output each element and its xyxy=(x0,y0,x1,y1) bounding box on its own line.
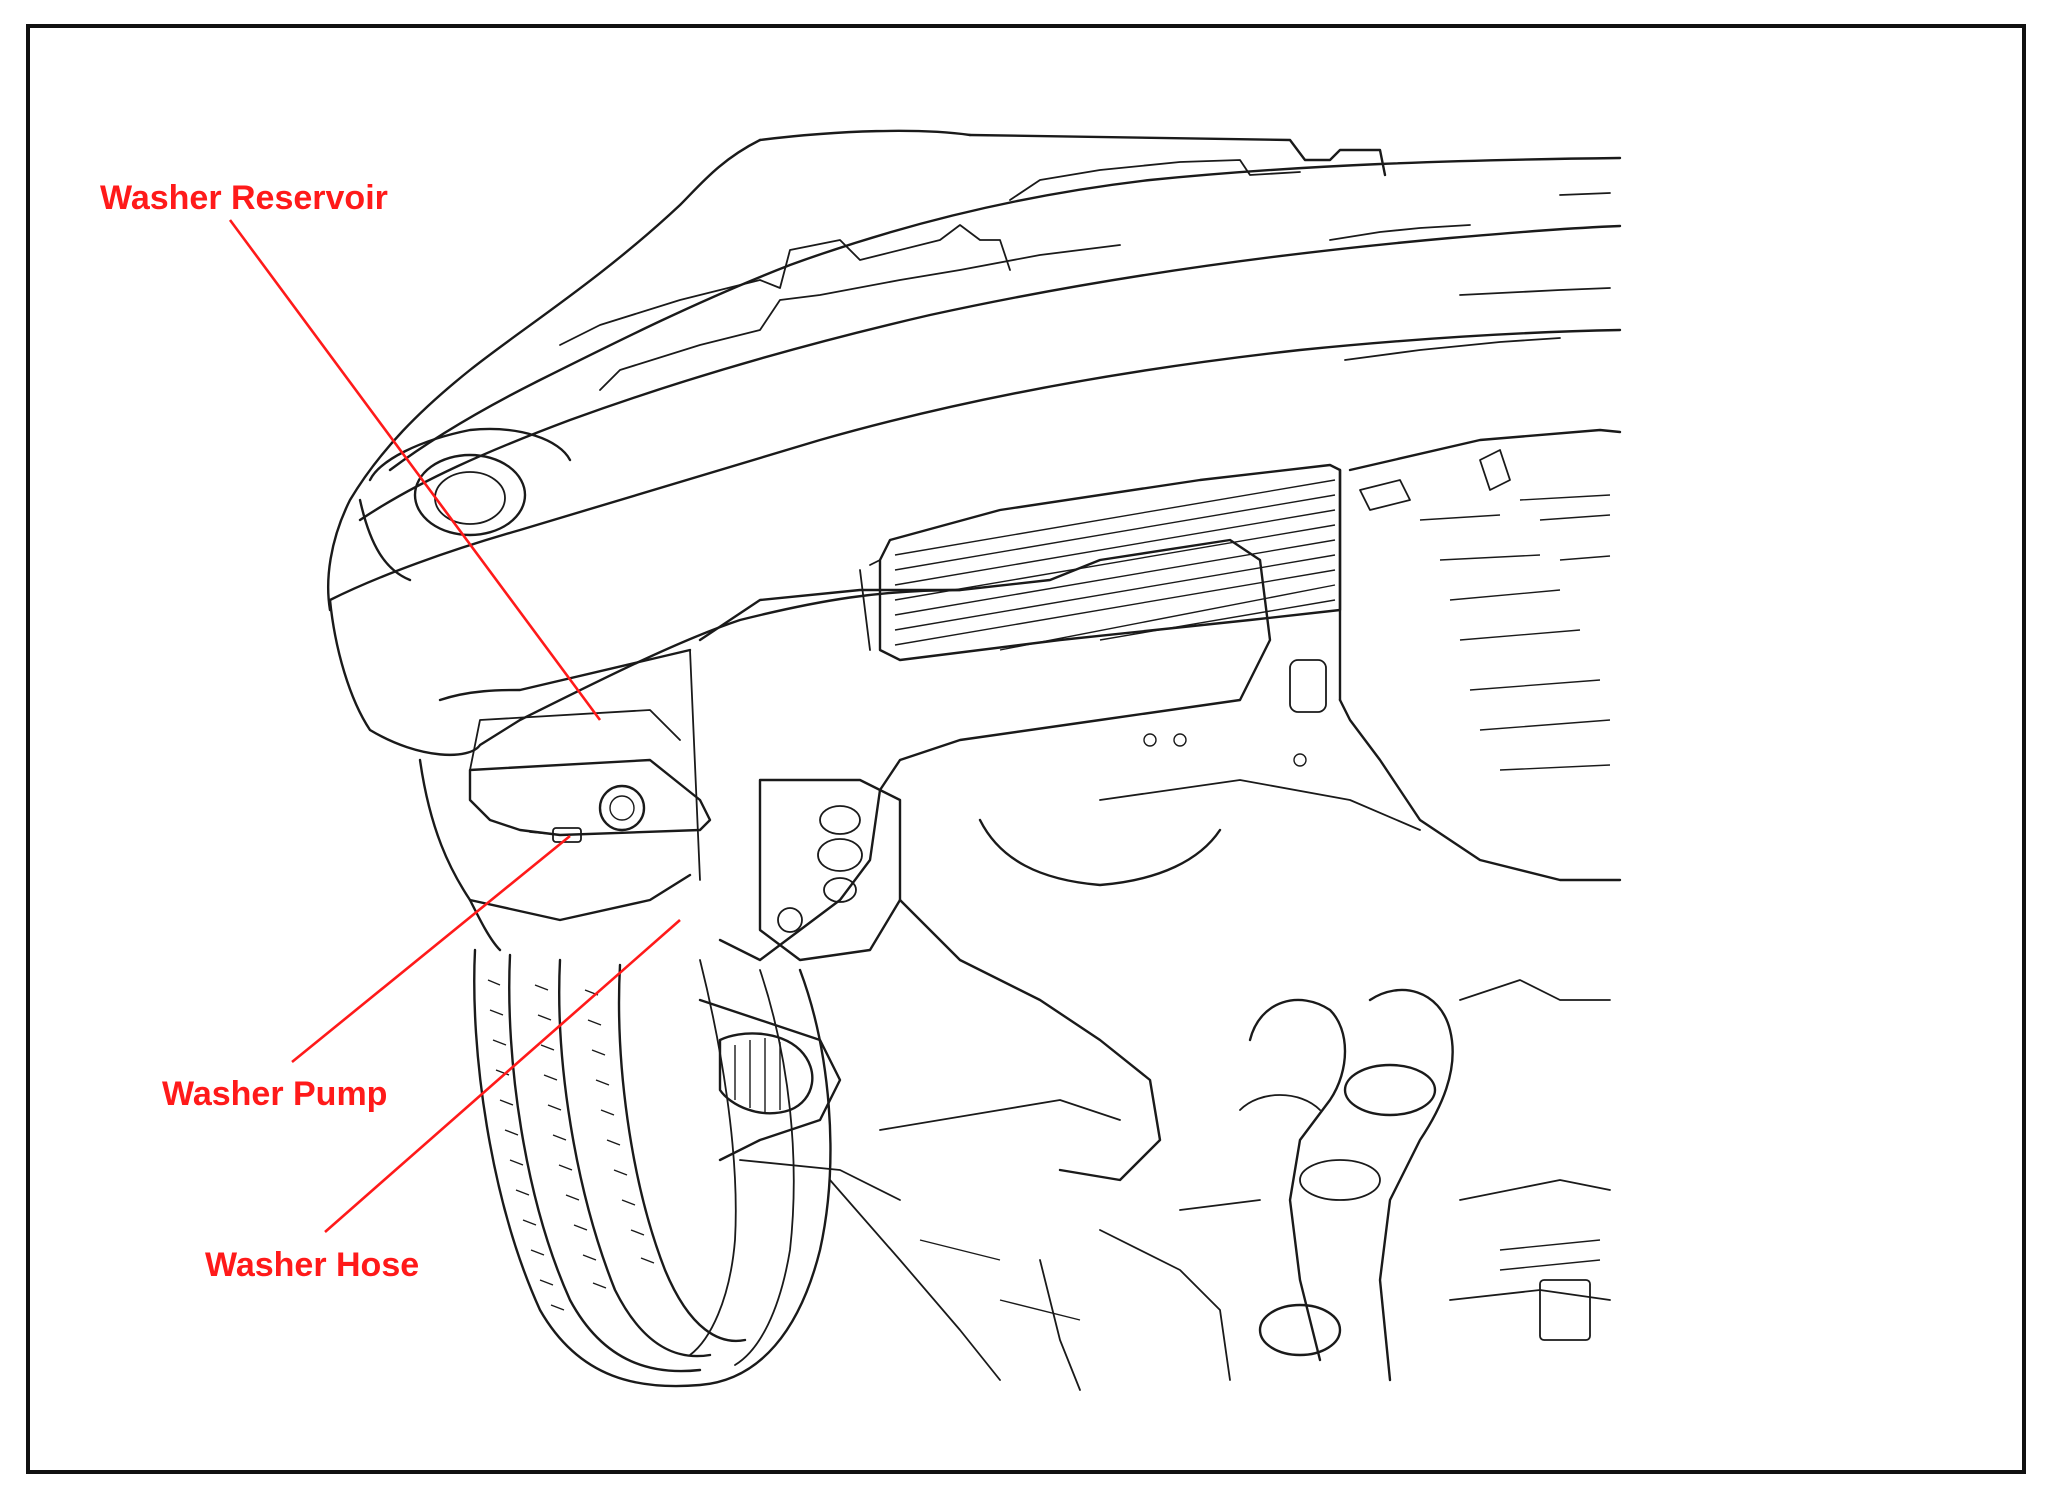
callout-washer-hose: Washer Hose xyxy=(205,1246,420,1284)
engine-undercover xyxy=(978,428,1622,887)
leader-reservoir xyxy=(228,219,602,721)
washer-reservoir xyxy=(468,709,712,843)
diagram-frame xyxy=(26,24,2026,1474)
front-wheel-tire xyxy=(473,948,832,1388)
exhaust-pipes xyxy=(1179,979,1611,1382)
subframe-suspension xyxy=(698,538,1272,1201)
callout-washer-pump: Washer Pump xyxy=(162,1075,388,1113)
leader-hose xyxy=(324,919,681,1233)
floor-pan xyxy=(829,1179,1231,1391)
leader-pump xyxy=(291,834,571,1064)
front-bumper-fascia xyxy=(327,129,1622,612)
callout-washer-reservoir: Washer Reservoir xyxy=(100,179,388,217)
lower-bumper-cover xyxy=(328,588,962,952)
callout-leaders xyxy=(228,219,681,1233)
